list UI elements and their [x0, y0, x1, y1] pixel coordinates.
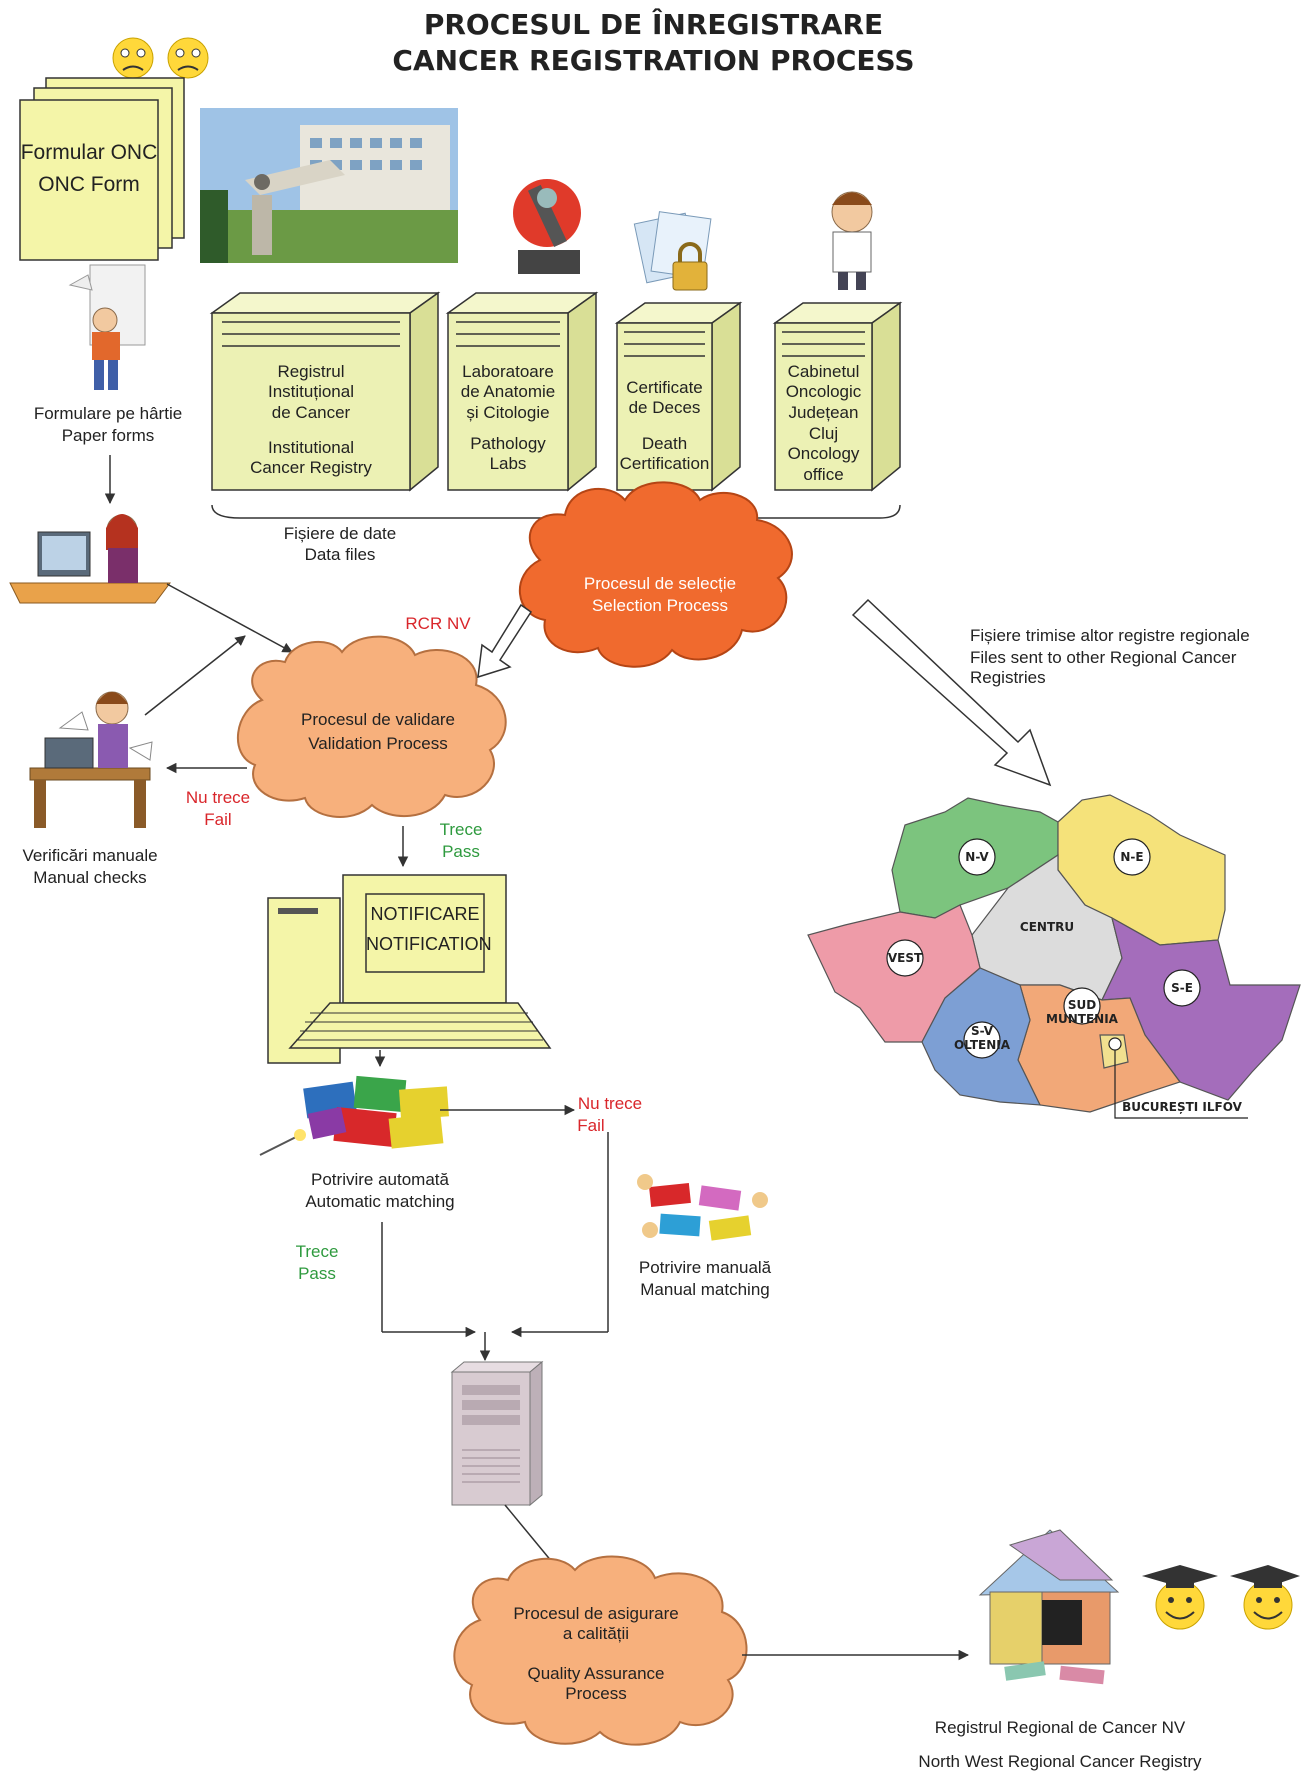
- map-label-bucuresti: BUCUREȘTI ILFOV: [1122, 1100, 1242, 1114]
- map-label-sud: SUD MUNTENIA: [1046, 998, 1118, 1027]
- quality-label-ro: Procesul de asigurare a calității: [513, 1604, 679, 1644]
- onc-form-label-en: ONC Form: [38, 173, 140, 196]
- validation-fail-ro: Nu trece: [185, 788, 251, 807]
- quality-assurance-cloud: [453, 1555, 748, 1746]
- matching-pass-en: Pass: [298, 1264, 336, 1283]
- hospital-photo: [200, 108, 458, 263]
- server-tower-icon: [450, 1360, 544, 1507]
- files-sent-arrow: [851, 598, 1052, 787]
- map-label-nv: N-V: [965, 850, 989, 864]
- auto-matching-en: Automatic matching: [305, 1192, 455, 1211]
- validation-pass-ro: Trece: [439, 820, 483, 839]
- source-box-institutional: [209, 291, 441, 492]
- graduate-smiley-icon: [1230, 1565, 1300, 1630]
- map-label-ne: N-E: [1120, 850, 1144, 864]
- doctor-icon: [831, 191, 873, 290]
- title-en: CANCER REGISTRATION PROCESS: [392, 44, 915, 77]
- validation-pass-en: Pass: [442, 842, 480, 861]
- matching-pass-ro: Trece: [295, 1242, 339, 1261]
- selection-process-cloud: [518, 481, 793, 668]
- data-files-label-en: Data files: [304, 545, 376, 564]
- microscope-icon: [513, 179, 581, 274]
- certificates-lock-icon: [633, 211, 712, 291]
- data-files-label-ro: Fișiere de date: [283, 524, 397, 543]
- source-death-en: Death Certification: [619, 434, 710, 474]
- notification-computer: [267, 874, 552, 1064]
- manual-checks-en: Manual checks: [33, 868, 147, 887]
- onc-form-label-ro: Formular ONC: [20, 141, 158, 164]
- data-entry-clerk-icon: [9, 514, 171, 604]
- notification-label-en: NOTIFICATION: [366, 934, 492, 954]
- puzzle-icon: [259, 1075, 449, 1156]
- manual-matching-people-icon: [637, 1174, 768, 1241]
- manual-matching-ro: Potrivire manuală: [638, 1258, 772, 1277]
- source-box-pathology: [445, 291, 599, 492]
- source-pathology-ro: Laboratoare de Anatomie și Citologie: [460, 362, 556, 422]
- validation-label-ro: Procesul de validare: [300, 710, 456, 729]
- source-institutional-en: Institutional Cancer Registry: [250, 438, 372, 478]
- paper-forms-label-ro: Formulare pe hârtie: [33, 404, 183, 423]
- files-sent-en: Files sent to other Regional Cancer Regi…: [970, 648, 1237, 688]
- validation-label-en: Validation Process: [308, 734, 448, 753]
- validation-process-cloud: [236, 635, 507, 818]
- matching-fail-en: Fail: [577, 1116, 605, 1135]
- final-registry-en: North West Regional Cancer Registry: [918, 1752, 1202, 1771]
- title-ro: PROCESUL DE ÎNREGISTRARE: [423, 8, 884, 41]
- map-label-se: S-E: [1171, 981, 1193, 995]
- paper-forms-label-en: Paper forms: [61, 426, 155, 445]
- map-label-centru: CENTRU: [1019, 920, 1075, 934]
- source-oncology-ro: Cabinetul Oncologic Județean: [785, 362, 862, 422]
- bucuresti-leader: [1114, 1050, 1248, 1119]
- selection-label-ro: Procesul de selecție: [583, 574, 737, 593]
- source-institutional-ro: Registrul Instituțional de Cancer: [268, 362, 354, 422]
- selection-label-en: Selection Process: [591, 596, 729, 615]
- matching-fail-ro: Nu trece: [577, 1094, 643, 1113]
- arrow-checks-to-entry: [144, 635, 246, 716]
- map-label-vest: VEST: [887, 951, 923, 965]
- manual-checks-ro: Verificări manuale: [22, 846, 158, 865]
- puzzle-house-icon: [978, 1529, 1120, 1685]
- validation-fail-en: Fail: [204, 810, 232, 829]
- worried-face-icon: [112, 37, 154, 79]
- person-carrying-papers-icon: [68, 264, 146, 390]
- selection-to-validation-arrow: [477, 603, 533, 679]
- onc-form-stack: [19, 77, 185, 261]
- map-region-markers: [886, 838, 1201, 1059]
- source-box-oncology: [772, 301, 903, 492]
- manual-checks-person-icon: [29, 691, 153, 828]
- files-sent-ro: Fișiere trimise altor registre regionale: [970, 626, 1250, 645]
- graduate-smiley-icon: [1142, 1565, 1218, 1630]
- quality-label-en: Quality Assurance Process: [527, 1664, 665, 1704]
- source-box-death: [614, 301, 743, 492]
- source-death-ro: Certificate de Deces: [626, 378, 703, 418]
- romania-regions-map: [807, 794, 1301, 1113]
- final-registry-ro: Registrul Regional de Cancer NV: [934, 1718, 1186, 1737]
- source-oncology-en: Cluj Oncology office: [787, 424, 860, 484]
- worried-face-icon: [167, 37, 209, 79]
- source-pathology-en: Pathology Labs: [470, 434, 546, 474]
- auto-matching-ro: Potrivire automată: [311, 1170, 449, 1189]
- notification-label-ro: NOTIFICARE: [370, 904, 480, 924]
- manual-matching-en: Manual matching: [640, 1280, 770, 1299]
- arrow-entry-to-validation: [166, 583, 293, 653]
- map-label-sv: S-V OLTENIA: [953, 1024, 1011, 1053]
- rcr-nv-label: RCR NV: [405, 614, 471, 633]
